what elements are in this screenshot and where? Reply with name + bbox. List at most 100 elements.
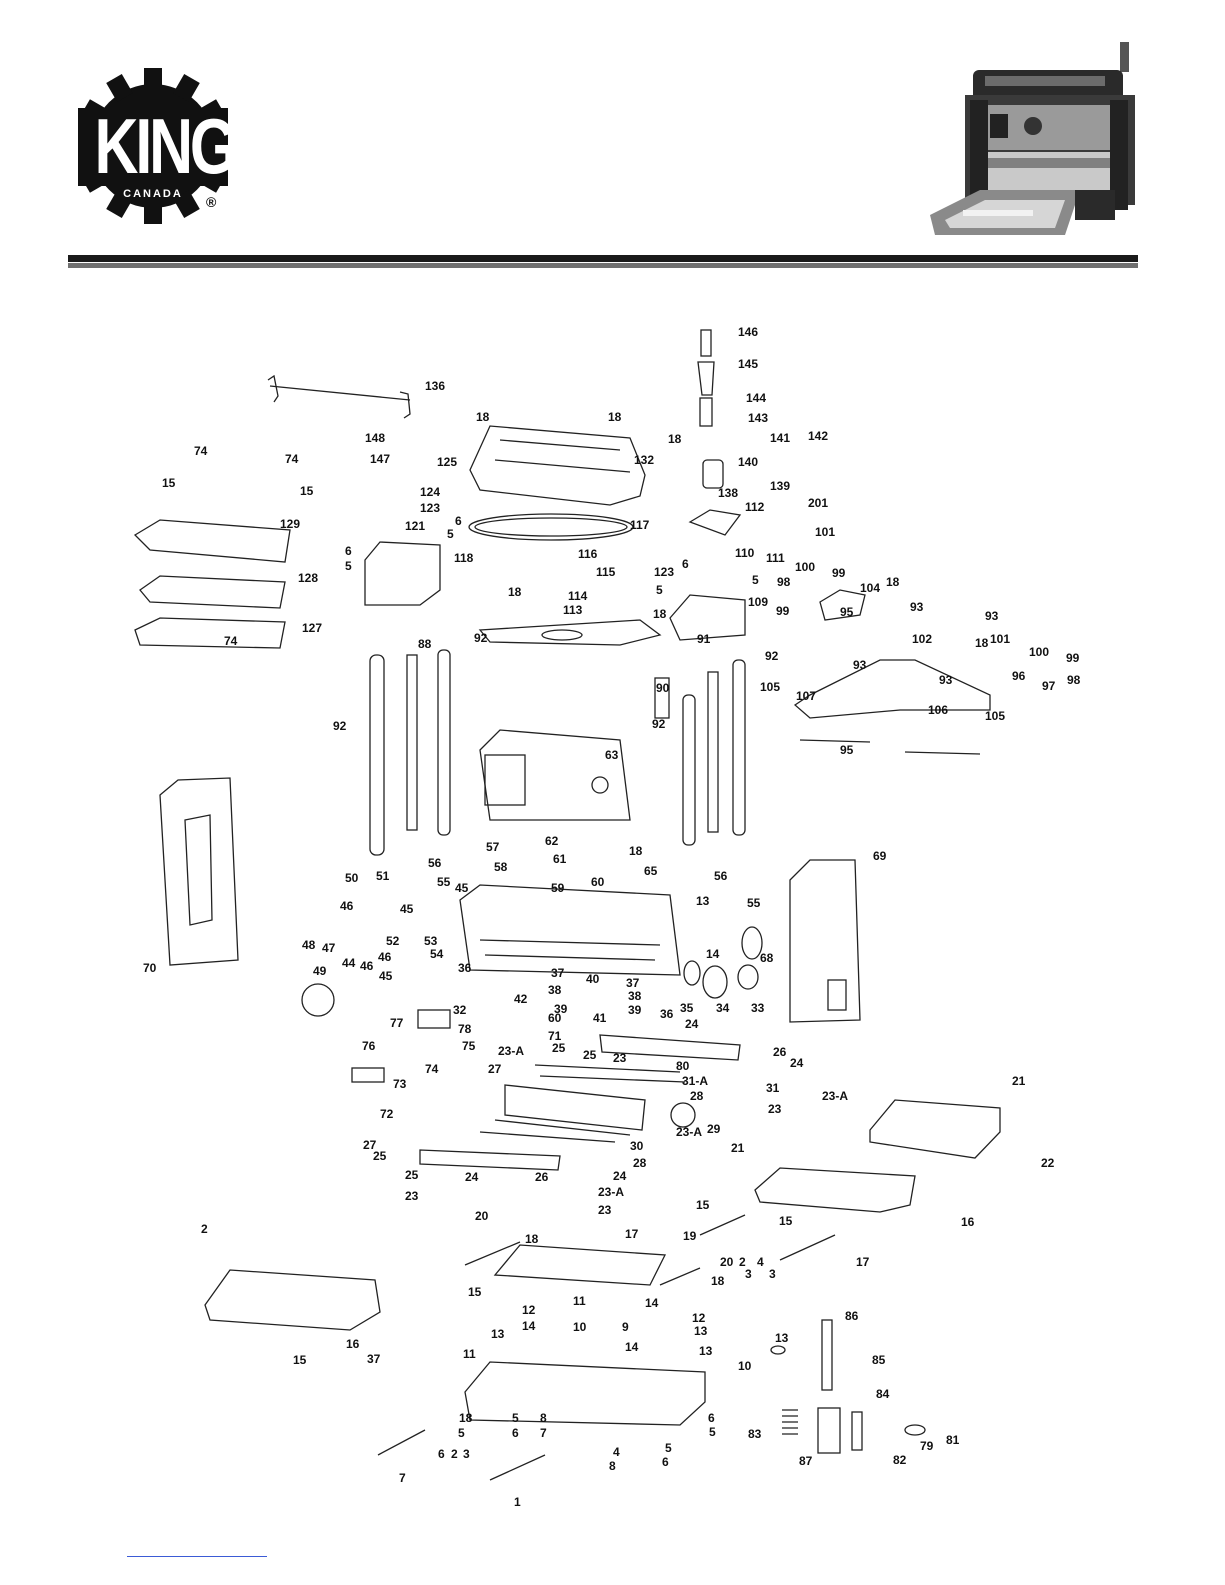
part-label: 79 — [920, 1439, 934, 1453]
part-label: 13 — [694, 1324, 708, 1338]
part-label: 13 — [696, 894, 710, 908]
part-label: 18 — [711, 1274, 725, 1288]
part-label: 5 — [345, 559, 352, 573]
exploded-view: 1461451441431401411421381392011361818181… — [0, 289, 1081, 1509]
part-label: 27 — [363, 1138, 377, 1152]
part-label: 75 — [462, 1039, 476, 1053]
part-label: 74 — [285, 452, 299, 466]
part-label: 58 — [494, 860, 508, 874]
part-label: 5 — [512, 1411, 519, 1425]
part-label: 32 — [453, 1003, 467, 1017]
part-label: 38 — [548, 983, 562, 997]
part-label: 118 — [454, 551, 474, 565]
part-label: 59 — [551, 881, 565, 895]
part-label: 39 — [554, 1002, 568, 1016]
part-label: 73 — [393, 1077, 407, 1091]
part-label: 18 — [653, 607, 667, 621]
part-label: 21 — [731, 1141, 745, 1155]
part-label: 91 — [697, 632, 711, 646]
part-label: 102 — [912, 632, 932, 646]
part-label: 112 — [745, 500, 765, 514]
part-label: 5 — [447, 527, 454, 541]
part-label: 145 — [738, 357, 758, 371]
part-label: 60 — [548, 1011, 562, 1025]
part-label: 1 — [514, 1495, 521, 1509]
part-label: 9 — [622, 1320, 629, 1334]
part-label: 11 — [463, 1347, 476, 1361]
part-label: 68 — [760, 951, 774, 965]
part-label: 26 — [535, 1170, 549, 1184]
part-label: 100 — [1029, 645, 1049, 659]
part-label: 148 — [365, 431, 385, 445]
part-label: 1 — [0, 300, 7, 303]
part-label: 201 — [808, 496, 828, 510]
part-label: 41 — [593, 1011, 607, 1025]
part-label: 13 — [699, 1344, 713, 1358]
part-label: 24 — [613, 1169, 627, 1183]
part-label: 42 — [514, 992, 528, 1006]
part-label: 29 — [707, 1122, 721, 1136]
part-label: 115 — [596, 565, 616, 579]
part-label: 104 — [860, 581, 880, 595]
part-label: 37 — [626, 976, 640, 990]
part-label: 92 — [333, 719, 347, 733]
part-label: 36 — [458, 961, 472, 975]
header-rule-secondary — [68, 263, 1138, 268]
part-label: 56 — [428, 856, 442, 870]
thickness-planer-photo — [930, 42, 1135, 235]
part-label: 5 — [709, 1425, 716, 1439]
part-label: 23 — [768, 1102, 782, 1116]
part-label: 34 — [716, 1001, 730, 1015]
part-label: 51 — [376, 869, 390, 883]
part-label: 2 — [739, 1255, 746, 1269]
part-label: 46 — [340, 899, 354, 913]
part-label: 129 — [280, 517, 300, 531]
part-label: 87 — [799, 1454, 813, 1468]
part-label: 144 — [746, 391, 766, 405]
part-label: 14 — [706, 947, 720, 961]
part-label: 56 — [714, 869, 728, 883]
part-label: 74 — [194, 444, 208, 458]
part-label: 5 — [458, 1426, 465, 1440]
part-label: 83 — [748, 1427, 762, 1441]
part-label: 92 — [474, 631, 488, 645]
part-label: 15 — [779, 1214, 793, 1228]
part-label: 27 — [488, 1062, 502, 1076]
part-label: 16 — [961, 1215, 975, 1229]
part-label: 13 — [775, 1331, 789, 1345]
part-label: 62 — [545, 834, 559, 848]
part-label: 123 — [654, 565, 674, 579]
part-label: 138 — [718, 486, 738, 500]
part-label: 139 — [770, 479, 790, 493]
part-label: 18 — [629, 844, 643, 858]
part-label: 10 — [738, 1359, 752, 1373]
part-label: 46 — [378, 950, 392, 964]
part-drawings — [133, 329, 1001, 1481]
part-label: 18 — [608, 410, 622, 424]
part-label: 80 — [676, 1059, 690, 1073]
part-label: 124 — [420, 485, 440, 499]
part-label: 28 — [633, 1156, 647, 1170]
part-label: 14 — [645, 1296, 659, 1310]
part-label: 15 — [300, 484, 314, 498]
part-label: 93 — [985, 609, 999, 623]
part-label: 6 — [662, 1455, 669, 1469]
part-label: 4 — [757, 1255, 764, 1269]
part-label: 53 — [424, 934, 438, 948]
part-label: 142 — [808, 429, 828, 443]
part-label: 17 — [856, 1255, 870, 1269]
part-label: 23-A — [822, 1089, 848, 1103]
part-label: 15 — [696, 1198, 710, 1212]
part-label: 15 — [162, 476, 176, 490]
part-label: 90 — [656, 681, 670, 695]
part-label: 61 — [553, 852, 567, 866]
part-label: 25 — [583, 1048, 597, 1062]
part-label: 95 — [840, 743, 854, 757]
part-label: 143 — [748, 411, 768, 425]
part-label: 5 — [665, 1441, 672, 1455]
part-label: 78 — [458, 1022, 472, 1036]
product-photo — [925, 40, 1145, 245]
part-label: 23-A — [498, 1044, 524, 1058]
part-label: 71 — [548, 1029, 562, 1043]
